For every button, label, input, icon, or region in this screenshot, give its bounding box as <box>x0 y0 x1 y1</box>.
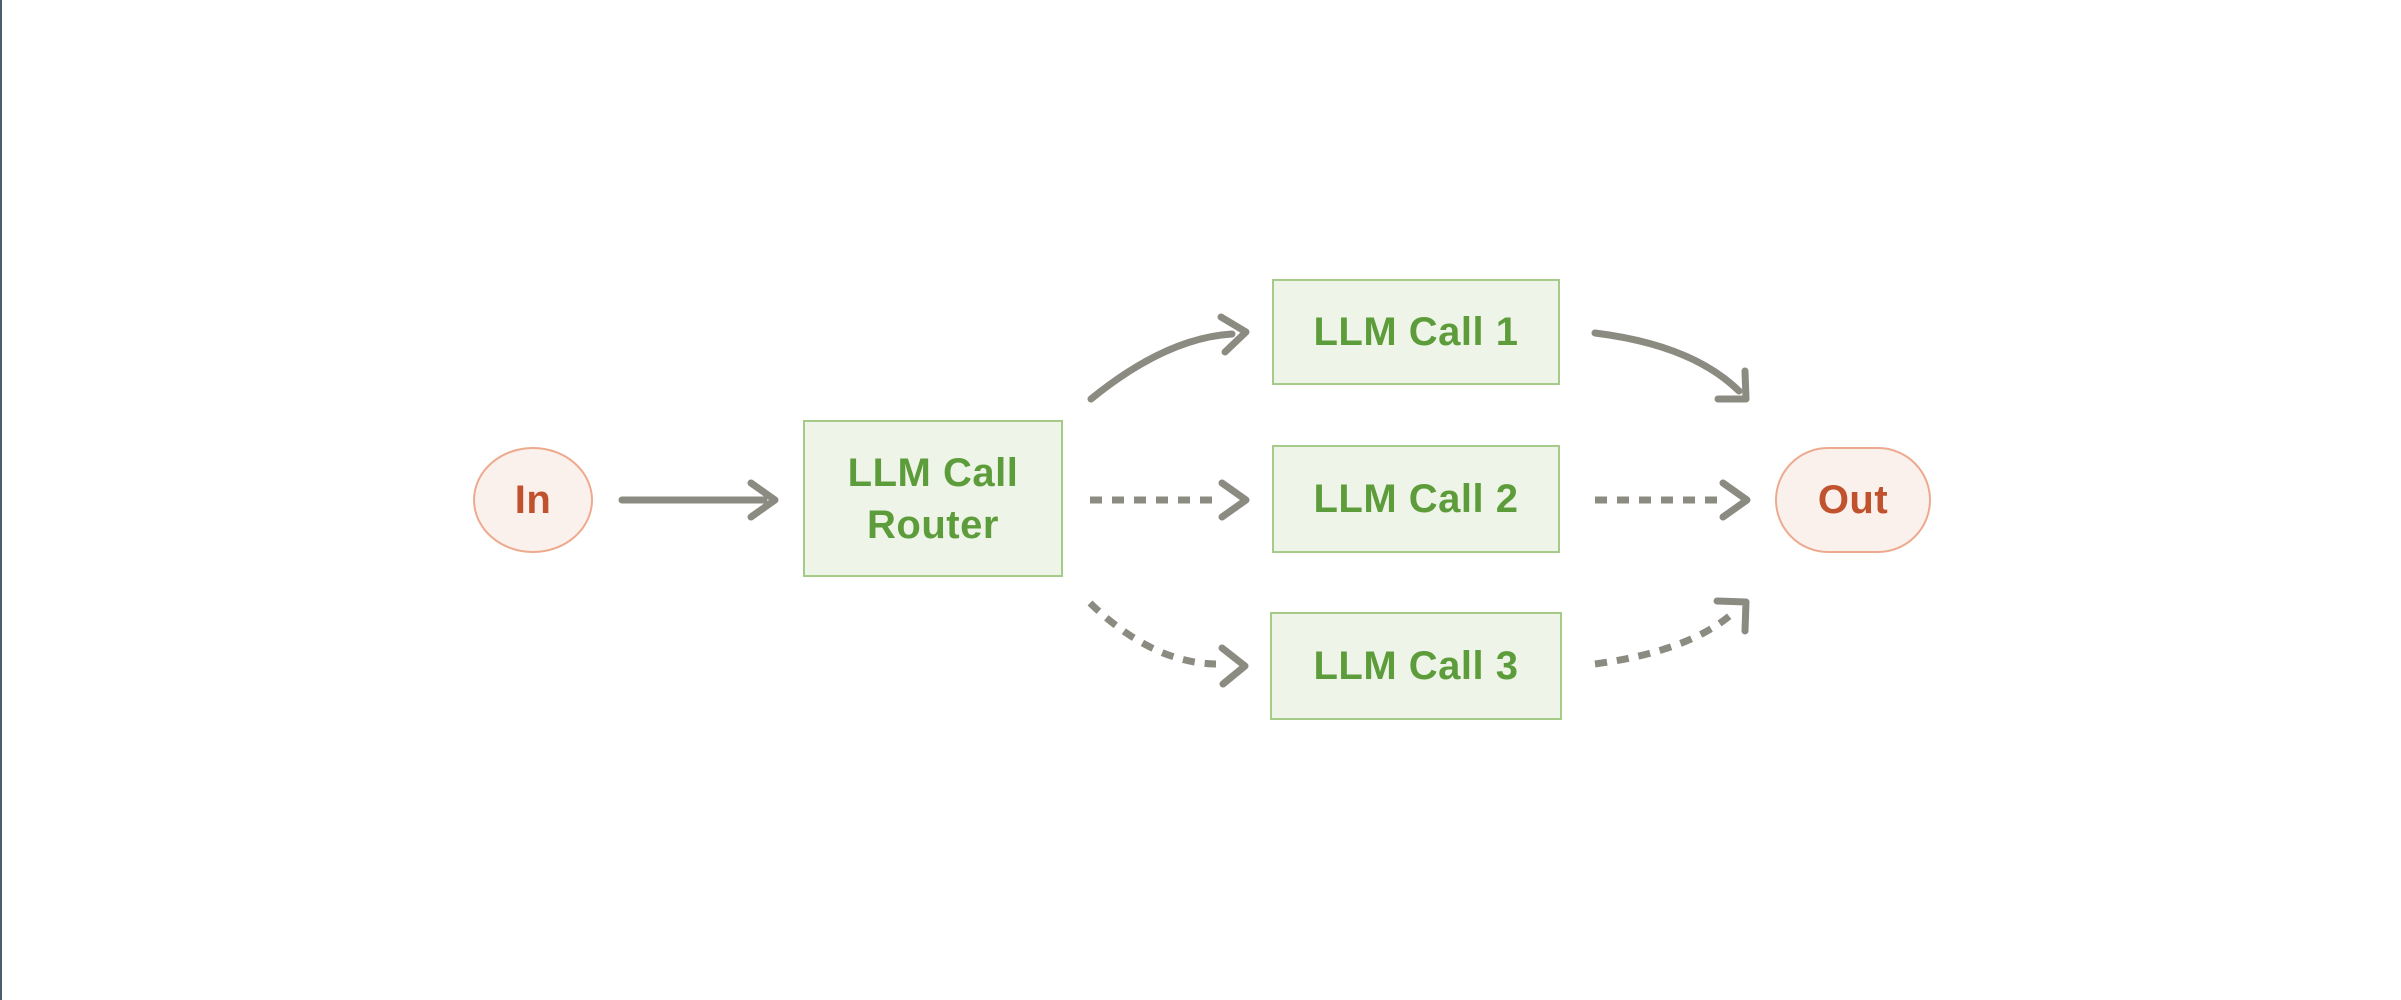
node-llm-call-router-label: LLM Call Router <box>848 447 1019 551</box>
node-llm-call-1: LLM Call 1 <box>1272 279 1560 385</box>
node-out-label: Out <box>1817 477 1889 522</box>
arrowhead-chevron-icon <box>1218 644 1249 688</box>
edge-router-to-call2 <box>1090 479 1250 521</box>
node-llm-call-2-label: LLM Call 2 <box>1313 476 1519 521</box>
arrowhead-hook-icon <box>1714 367 1750 403</box>
arrowhead-chevron-icon <box>747 479 779 521</box>
router-label-line2: Router <box>867 502 999 547</box>
edge-router-to-call3 <box>1087 600 1249 688</box>
edge-call1-to-out-line <box>1591 329 1743 395</box>
edge-call3-to-out <box>1594 597 1750 668</box>
arrowhead-hook-icon <box>1713 597 1750 635</box>
node-llm-call-3-label: LLM Call 3 <box>1313 643 1519 688</box>
node-out: Out <box>1775 447 1931 553</box>
edge-call2-to-out <box>1595 479 1751 521</box>
node-llm-call-1-label: LLM Call 1 <box>1313 309 1519 354</box>
edge-call1-to-out <box>1591 329 1750 403</box>
edge-router-to-call1 <box>1087 313 1250 403</box>
router-label-line1: LLM Call <box>847 450 1019 495</box>
node-llm-call-3: LLM Call 3 <box>1270 612 1562 720</box>
arrowhead-chevron-icon <box>1719 479 1751 521</box>
edge-call3-to-out-line <box>1594 610 1736 668</box>
arrowhead-chevron-icon <box>1217 313 1250 356</box>
edge-router-to-call1-line <box>1087 330 1236 403</box>
node-llm-call-2: LLM Call 2 <box>1272 445 1560 553</box>
left-edge-accent-line <box>0 0 2 1000</box>
edge-in-to-router <box>618 479 779 521</box>
edge-router-to-call3-line <box>1087 600 1217 668</box>
node-in-label: In <box>514 477 552 522</box>
node-in: In <box>473 447 593 553</box>
arrowhead-chevron-icon <box>1218 479 1250 521</box>
node-llm-call-router: LLM Call Router <box>803 420 1063 577</box>
